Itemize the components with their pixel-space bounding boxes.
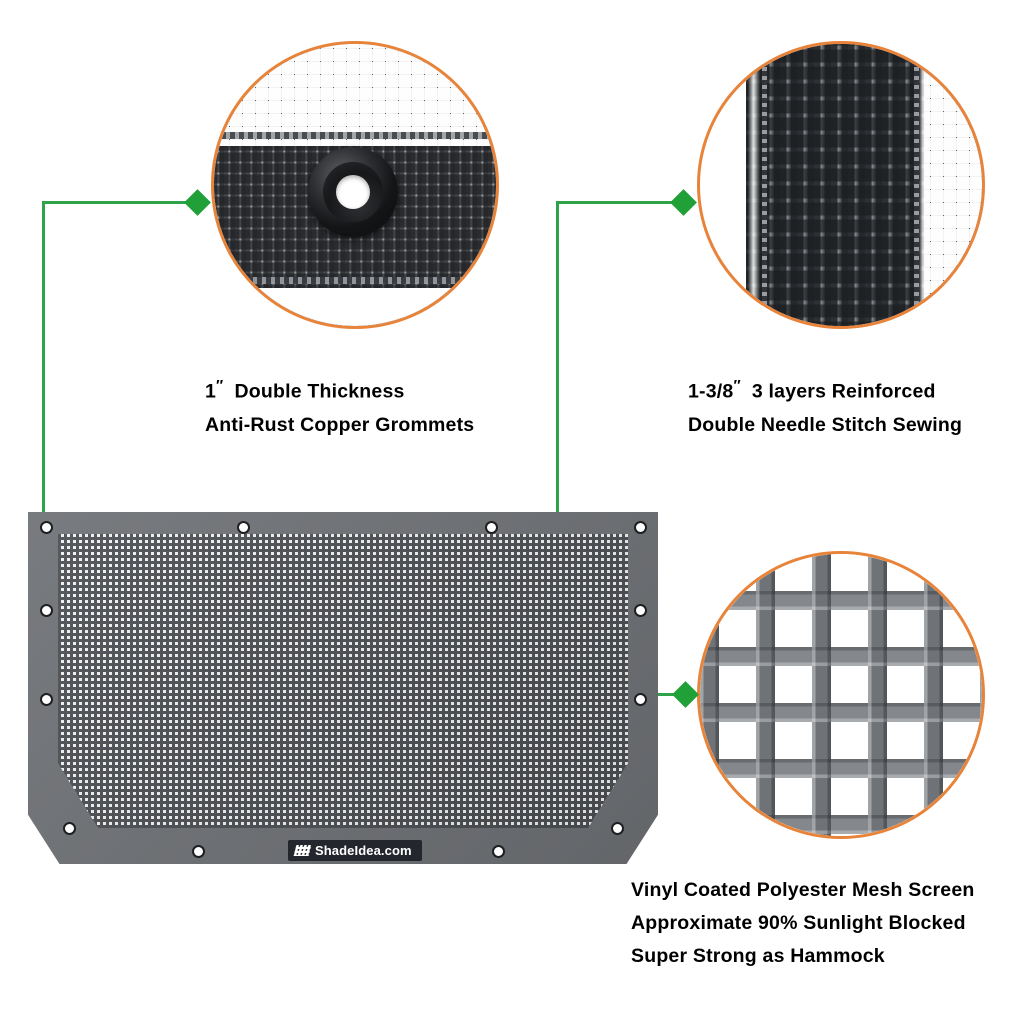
caption-stitching-line2: Double Needle Stitch Sewing bbox=[688, 413, 963, 436]
caption-fabric-line2: Approximate 90% Sunlight Blocked bbox=[631, 912, 966, 934]
caption-grommet: 1″ Double Thickness Anti-Rust Copper Gro… bbox=[205, 369, 474, 442]
leader-line-stitching-horizontal bbox=[556, 201, 680, 204]
grommet bbox=[40, 521, 53, 534]
caption-fabric: Vinyl Coated Polyester Mesh Screen Appro… bbox=[631, 874, 975, 973]
caption-stitching: 1-3/8″ 3 layers Reinforced Double Needle… bbox=[688, 369, 962, 442]
grommet bbox=[63, 822, 76, 835]
caption-grommet-line1: 1″ Double Thickness bbox=[205, 377, 405, 403]
callout-circle-stitching bbox=[697, 41, 985, 329]
diamond-marker-fabric bbox=[672, 681, 699, 708]
caption-fabric-line1: Vinyl Coated Polyester Mesh Screen bbox=[631, 879, 975, 901]
caption-stitching-line1: 1-3/8″ 3 layers Reinforced bbox=[688, 377, 936, 403]
leader-line-stitching-vertical bbox=[556, 201, 559, 526]
diamond-marker-grommet bbox=[184, 189, 211, 216]
leader-line-grommet-vertical bbox=[42, 201, 45, 526]
grommet bbox=[492, 845, 505, 858]
grommet-closeup-icon bbox=[214, 44, 496, 326]
stitch-closeup-icon bbox=[700, 44, 982, 326]
mesh-weave-closeup-icon bbox=[700, 554, 982, 836]
panel-mesh-field bbox=[58, 534, 628, 828]
mesh-grid-icon bbox=[293, 845, 312, 856]
grommet bbox=[485, 521, 498, 534]
shade-sail-panel bbox=[28, 512, 658, 864]
brand-label: ShadeIdea.com bbox=[288, 840, 422, 861]
callout-circle-grommet bbox=[211, 41, 499, 329]
grommet bbox=[40, 693, 53, 706]
grommet bbox=[192, 845, 205, 858]
leader-line-grommet-horizontal bbox=[42, 201, 194, 204]
grommet bbox=[237, 521, 250, 534]
grommet bbox=[634, 604, 647, 617]
diamond-marker-stitching bbox=[670, 189, 697, 216]
grommet bbox=[40, 604, 53, 617]
caption-grommet-line2: Anti-Rust Copper Grommets bbox=[205, 413, 475, 436]
brand-label-text: ShadeIdea.com bbox=[315, 843, 412, 858]
grommet bbox=[634, 521, 647, 534]
grommet bbox=[611, 822, 624, 835]
grommet bbox=[634, 693, 647, 706]
callout-circle-fabric bbox=[697, 551, 985, 839]
caption-fabric-line3: Super Strong as Hammock bbox=[631, 945, 885, 967]
